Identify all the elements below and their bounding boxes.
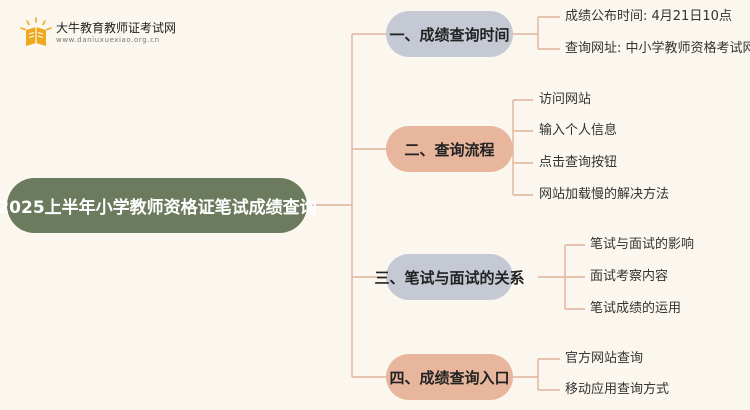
leaf-2-3: 点击查询按钮	[539, 155, 618, 170]
branch-4-query-entry: 四、成绩查询入口	[386, 354, 513, 400]
leaf-1-1: 成绩公布时间: 4月21日10点	[565, 9, 732, 24]
branch-3-exam-relation: 三、笔试与面试的关系	[375, 254, 525, 300]
leaf-2-2: 输入个人信息	[539, 123, 618, 138]
leaf-1-2: 查询网址: 中小学教师资格考试网	[565, 41, 750, 56]
leaf-3-3: 笔试成绩的运用	[590, 301, 682, 316]
logo-site-url: www.daniuxuexiao.org.cn	[56, 36, 160, 44]
leaf-2-4: 网站加载慢的解决方法	[539, 187, 670, 202]
root-topic: 2025上半年小学教师资格证笔试成绩查询	[0, 178, 317, 233]
leaf-3-1: 笔试与面试的影响	[590, 237, 695, 252]
book-icon	[20, 17, 52, 46]
logo-site-name: 大牛教育教师证考试网	[56, 21, 177, 35]
branch-1-score-time: 一、成绩查询时间	[386, 11, 513, 57]
leaf-4-2: 移动应用查询方式	[565, 382, 670, 397]
connector-group	[307, 16, 585, 391]
leaf-2-1: 访问网站	[539, 92, 592, 107]
site-logo: 大牛教育教师证考试网 www.daniuxuexiao.org.cn	[18, 16, 238, 52]
branch-2-query-process: 二、查询流程	[386, 126, 513, 172]
leaf-4-1: 官方网站查询	[565, 351, 644, 366]
leaf-3-2: 面试考察内容	[590, 269, 669, 284]
